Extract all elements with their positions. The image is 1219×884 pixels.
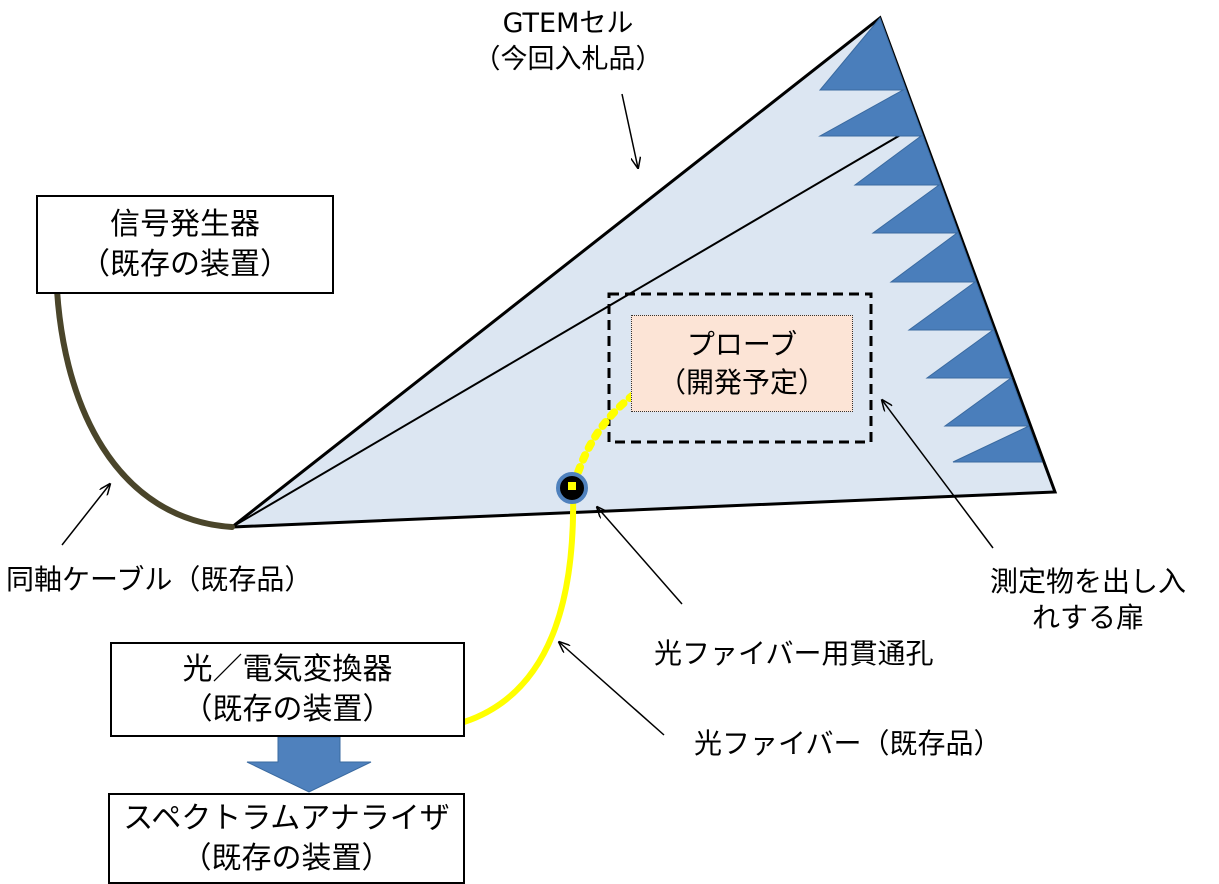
door-label: 測定物を出し入 れする扉	[968, 564, 1208, 636]
fiber-feedthrough-core	[568, 482, 576, 490]
probe-title: プローブ	[686, 327, 798, 361]
door-outline	[607, 292, 873, 444]
spectrum-analyzer-box: スペクトラムアナライザ （既存の装置）	[108, 793, 465, 884]
signal-generator-title: 信号発生器	[110, 206, 260, 242]
gtem-label-note: （今回入札品）	[473, 44, 663, 75]
spectrum-analyzer-title: スペクトラムアナライザ	[123, 800, 450, 836]
optical-fiber-label: 光ファイバー（既存品）	[694, 727, 1002, 760]
hole-pointer-arrow	[597, 507, 683, 605]
rf-absorber	[818, 17, 1043, 463]
gtem-label: GTEMセル （今回入札品）	[468, 6, 668, 78]
oe-converter-box: 光／電気変換器 （既存の装置）	[110, 642, 465, 737]
fiber-pointer-arrow	[559, 642, 665, 736]
probe-subtitle: （開発予定）	[657, 365, 826, 399]
coax-cable-label: 同軸ケーブル（既存品）	[6, 563, 313, 596]
coax-pointer-arrow	[61, 484, 110, 546]
signal-generator-subtitle: （既存の装置）	[80, 246, 290, 282]
signal-flow-arrow	[246, 736, 372, 793]
gtem-label-name: GTEMセル	[502, 8, 634, 39]
door-label-line1: 測定物を出し入	[989, 565, 1186, 598]
probe-box: プローブ （開発予定）	[631, 315, 853, 412]
fiber-hole-label: 光ファイバー用貫通孔	[654, 637, 934, 670]
optical-fiber	[461, 487, 577, 725]
oe-converter-title: 光／電気変換器	[182, 651, 393, 687]
door-pointer-arrow	[882, 400, 994, 549]
gtem-septum	[231, 126, 915, 528]
gtem-pointer-arrow	[621, 93, 638, 168]
spectrum-analyzer-subtitle: （既存の装置）	[181, 840, 392, 876]
signal-generator-box: 信号発生器 （既存の装置）	[36, 195, 334, 294]
oe-converter-subtitle: （既存の装置）	[182, 691, 393, 727]
door-label-line2: れする扉	[1031, 601, 1144, 634]
coaxial-cable	[53, 261, 235, 530]
